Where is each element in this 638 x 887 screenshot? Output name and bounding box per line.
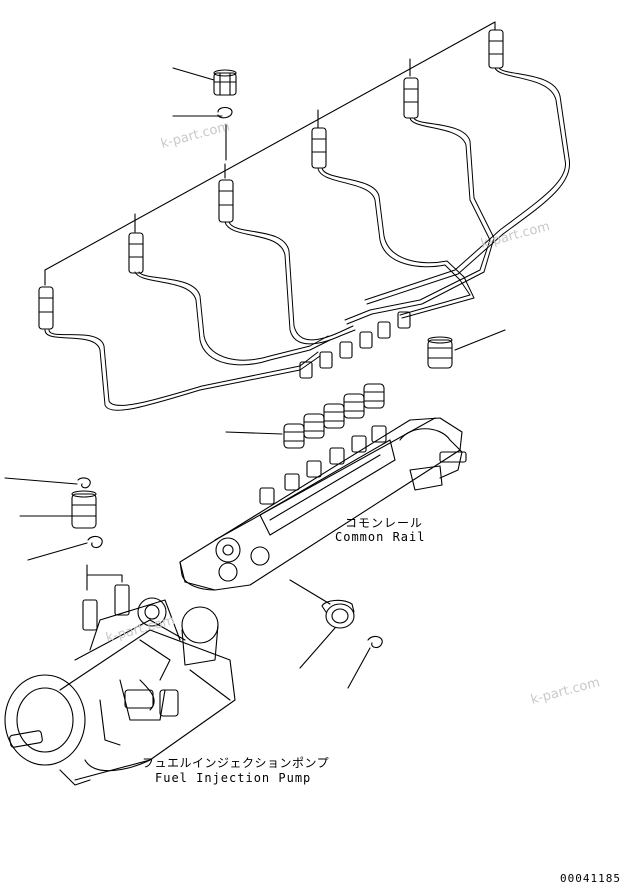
top-sleeve-part (213, 69, 237, 96)
pipe-fittings (38, 29, 504, 379)
common-rail (179, 417, 467, 591)
top-clip-part (217, 106, 233, 119)
common-rail-label-jp: コモンレール (345, 516, 424, 530)
injection-pipes (44, 67, 571, 411)
right-sleeve-part (427, 336, 453, 369)
left-lower-clip-part (87, 535, 103, 549)
common-rail-label-en: Common Rail (335, 530, 426, 544)
pump-label-en: Fuel Injection Pump (155, 771, 312, 785)
rail-plug-part (321, 599, 355, 629)
drawing-number: 00041185 (560, 872, 621, 885)
fuel-injection-pump (4, 584, 236, 786)
sleeve-row (283, 383, 385, 449)
left-clip-part (77, 477, 91, 489)
pump-label-jp: フュエルインジェクションポンプ (142, 756, 330, 770)
leader-lines (4, 21, 506, 689)
rail-clip-part (367, 635, 383, 649)
left-sleeve-part (71, 490, 97, 529)
